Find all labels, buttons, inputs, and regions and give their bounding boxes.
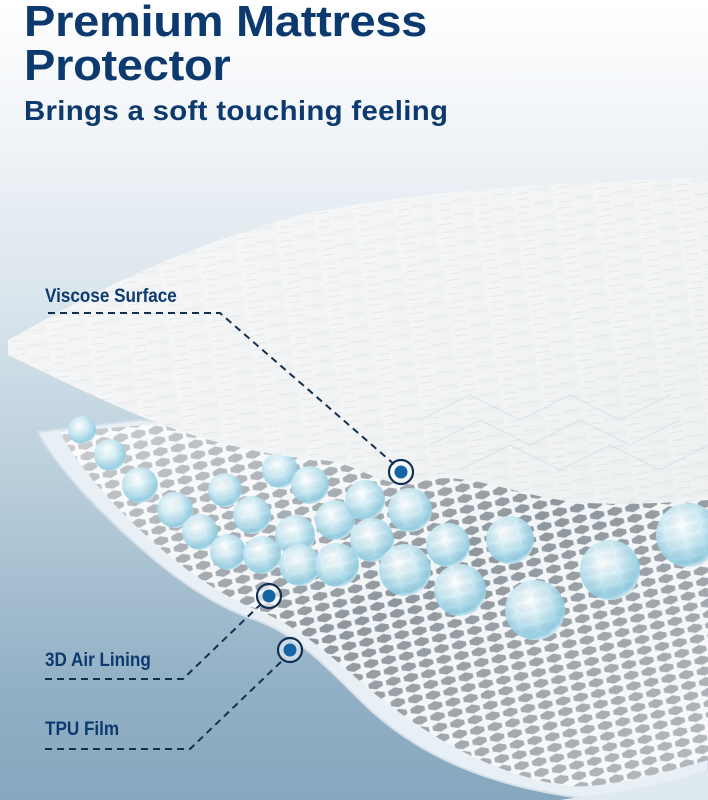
title-line-1: Premium Mattress	[24, 0, 428, 46]
label-3d-air-lining: 3D Air Lining	[45, 650, 151, 671]
label-tpu-film: TPU Film	[45, 719, 120, 740]
air-bubbles	[68, 416, 708, 640]
page-title: Premium Mattress Protector	[24, 0, 427, 88]
subtitle: Brings a soft touching feeling	[24, 95, 449, 126]
callout-line-tpu	[45, 657, 286, 750]
headline: Premium Mattress Protector Brings a soft…	[24, 0, 448, 126]
marker-air-lining-icon	[255, 582, 283, 610]
title-line-2: Protector	[24, 41, 231, 90]
callout-line-air-lining	[45, 602, 263, 680]
marker-tpu-icon	[276, 636, 304, 664]
callout-line-viscose	[48, 312, 396, 466]
label-viscose-surface: Viscose Surface	[45, 286, 177, 307]
marker-viscose-icon	[387, 458, 415, 486]
